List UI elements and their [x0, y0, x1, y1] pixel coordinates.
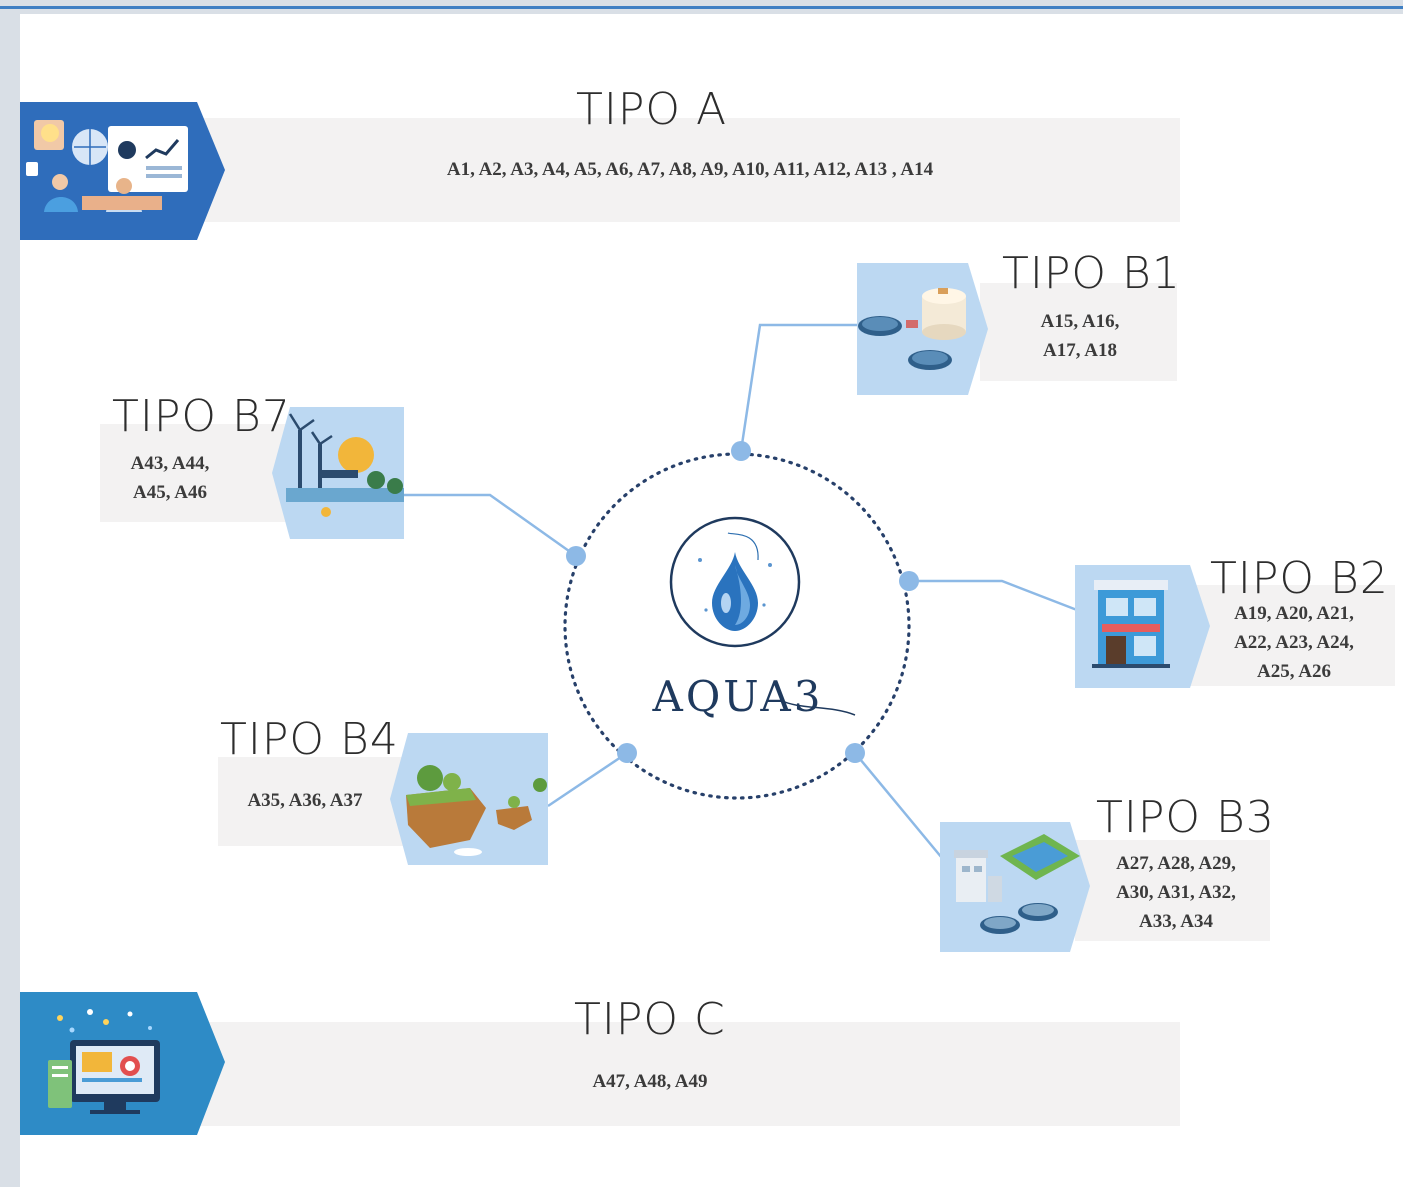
tipo-a-title: TIPO A [576, 84, 728, 135]
tipo-b2-band [1190, 585, 1395, 686]
code-line: A1, A2, A3, A4, A5, A6, A7, A8, A9, A10,… [446, 159, 934, 180]
code-line: A19, A20, A21, [1234, 603, 1354, 624]
code-line: A22, A23, A24, [1234, 632, 1354, 653]
top-accent-line [0, 6, 1403, 9]
tipo-b3-codes: A27, A28, A29, A30, A31, A32, A33, A34 [1092, 849, 1260, 936]
tipo-b3-title: TIPO B3 [1096, 792, 1275, 843]
code-line: A47, A48, A49 [592, 1071, 708, 1092]
water-drop-icon [669, 516, 856, 716]
node-b3 [845, 743, 865, 763]
tipo-b4-band [218, 757, 403, 846]
code-line: A45, A46 [133, 482, 207, 503]
code-line: A43, A44, [130, 453, 210, 474]
node-b4 [617, 743, 637, 763]
tipo-a-codes: A1, A2, A3, A4, A5, A6, A7, A8, A9, A10,… [200, 155, 1180, 184]
tipo-b2-codes: A19, A20, A21, A22, A23, A24, A25, A26 [1208, 599, 1380, 686]
tipo-b3-band [1075, 840, 1270, 941]
code-line: A17, A18 [1043, 340, 1117, 361]
node-b2 [899, 571, 919, 591]
node-b7 [566, 546, 586, 566]
tipo-b2-title: TIPO B2 [1210, 553, 1389, 604]
tipo-c-title: TIPO C [574, 994, 726, 1045]
connector-b4 [547, 751, 628, 808]
tipo-a-band [200, 118, 1180, 222]
code-line: A30, A31, A32, [1116, 882, 1236, 903]
node-b1 [731, 441, 751, 461]
tipo-b4-codes: A35, A36, A37 [226, 786, 384, 815]
connector-b1 [739, 323, 858, 452]
tipo-c-band [200, 1022, 1180, 1126]
code-line: A25, A26 [1257, 661, 1331, 682]
tipo-b1-title: TIPO B1 [1002, 248, 1181, 299]
tipo-b4-title: TIPO B4 [220, 714, 399, 765]
connector-b2 [909, 579, 1078, 612]
code-line: A27, A28, A29, [1116, 853, 1236, 874]
tipo-b1-band [980, 283, 1177, 381]
tipo-b7-codes: A43, A44, A45, A46 [106, 449, 234, 507]
logo-wordmark: AQUA3 [652, 672, 824, 721]
code-line: A33, A34 [1139, 911, 1213, 932]
connector-b3 [854, 752, 943, 859]
connector-b7 [402, 493, 577, 558]
tipo-b7-title: TIPO B7 [112, 391, 291, 442]
tipo-b1-codes: A15, A16, A17, A18 [1000, 307, 1160, 365]
code-line: A15, A16, [1040, 311, 1120, 332]
center-logo: AQUA3 [640, 515, 856, 735]
tipo-c-codes: A47, A48, A49 [200, 1067, 1100, 1096]
code-line: A35, A36, A37 [247, 790, 363, 811]
tipo-b7-band [100, 424, 295, 522]
